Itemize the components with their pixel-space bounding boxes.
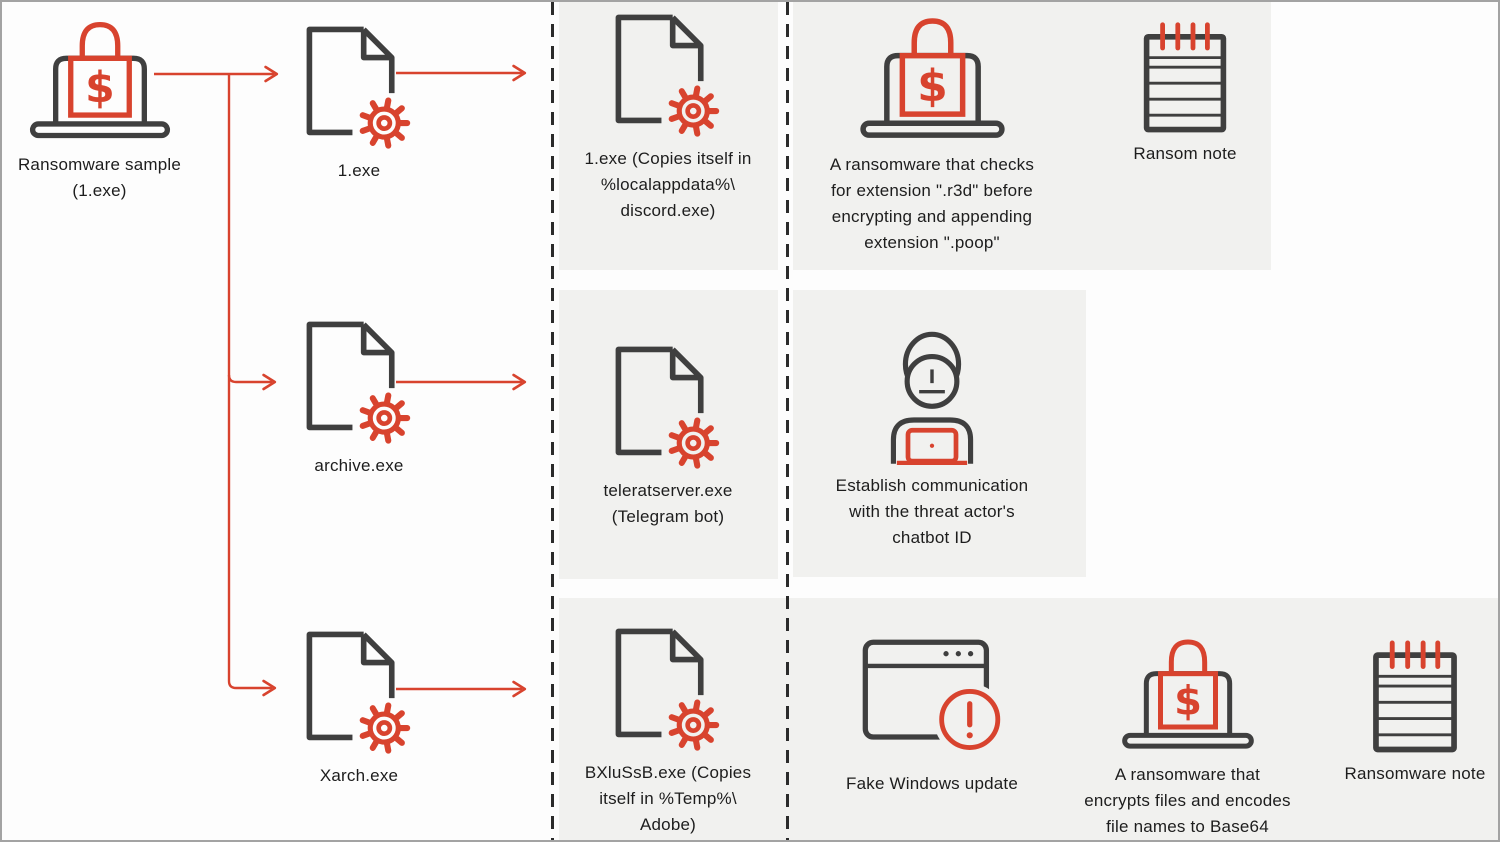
panel-row1-payload	[559, 2, 778, 270]
node-label: teleratserver.exe (Telegram bot)	[603, 481, 733, 526]
file-gear-icon	[298, 317, 420, 448]
laptop-lock-dollar-icon	[20, 14, 180, 147]
node-label: Ransom note	[1133, 144, 1237, 163]
node-label: Ransomware note	[1344, 764, 1486, 783]
notepad-icon	[1133, 16, 1237, 136]
laptop-lock-dollar-icon	[1113, 632, 1263, 757]
node-label: A ransomware that encrypts files and enc…	[1084, 765, 1291, 836]
node-base64-ransomware: A ransomware that encrypts files and enc…	[1070, 632, 1305, 840]
laptop-lock-dollar-icon	[850, 10, 1015, 147]
node-bxlussb-copy: BXluSsB.exe (Copies itself in %Temp%\ Ad…	[568, 624, 768, 838]
node-ransomware-note: Ransomware note	[1335, 634, 1495, 787]
file-gear-icon	[607, 10, 729, 141]
file-gear-icon	[298, 22, 420, 153]
file-gear-icon	[607, 342, 729, 473]
dashed-divider-2	[786, 2, 789, 840]
node-label: 1.exe (Copies itself in %localappdata%\ …	[584, 149, 752, 220]
node-label: Xarch.exe	[319, 766, 399, 785]
node-label: Establish communication with the threat …	[835, 476, 1029, 547]
notepad-icon	[1362, 634, 1468, 756]
file-gear-icon	[298, 627, 420, 758]
panel-row2-payload	[559, 290, 778, 579]
hacker-laptop-icon	[859, 318, 1005, 468]
node-label: archive.exe	[314, 456, 404, 475]
node-fake-windows-update: Fake Windows update	[812, 630, 1052, 797]
node-ransom-note: Ransom note	[1105, 16, 1265, 167]
node-teleratserver: teleratserver.exe (Telegram bot)	[568, 342, 768, 530]
node-archive-exe: archive.exe	[289, 317, 429, 479]
node-label: A ransomware that checks for extension "…	[829, 155, 1035, 252]
node-threat-actor-comms: Establish communication with the threat …	[802, 318, 1062, 551]
node-label: BXluSsB.exe (Copies itself in %Temp%\ Ad…	[584, 763, 752, 834]
node-r3d-ransomware: A ransomware that checks for extension "…	[802, 10, 1062, 256]
node-1exe-copy: 1.exe (Copies itself in %localappdata%\ …	[568, 10, 768, 224]
node-label: 1.exe	[337, 161, 381, 180]
node-ransomware-sample: Ransomware sample (1.exe)	[7, 14, 192, 204]
node-1exe: 1.exe	[289, 22, 429, 184]
file-gear-icon	[607, 624, 729, 755]
dashed-divider-1	[551, 2, 554, 840]
node-label: Fake Windows update	[846, 774, 1018, 793]
node-xarch-exe: Xarch.exe	[289, 627, 429, 789]
panel-row3	[559, 598, 1498, 840]
browser-warning-icon	[853, 630, 1011, 766]
node-label: Ransomware sample (1.exe)	[17, 155, 182, 200]
